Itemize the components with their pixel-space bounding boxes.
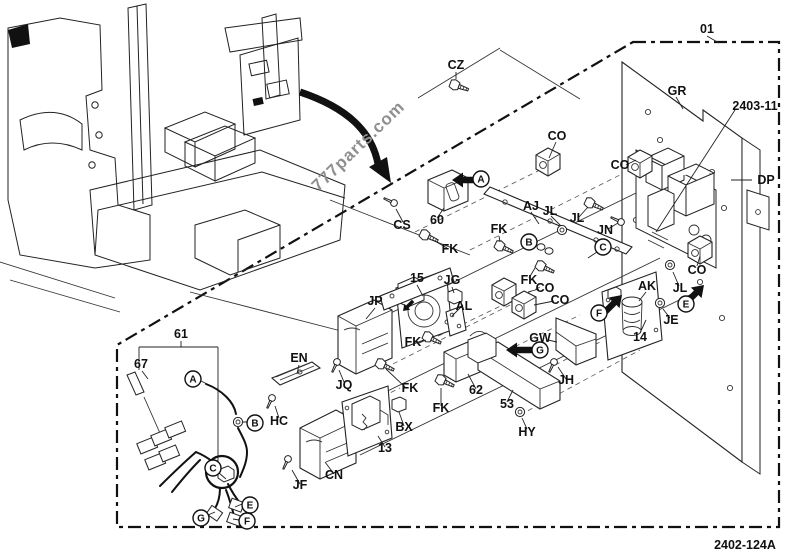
callout-letter: A — [477, 175, 484, 186]
callout-b: B — [520, 233, 538, 251]
horn-53 — [467, 331, 561, 410]
part-label: JF — [293, 478, 308, 492]
part-label: 62 — [469, 383, 483, 397]
part-label: FK — [405, 335, 422, 349]
callout-letter: F — [596, 309, 602, 320]
part-label: JL — [570, 211, 585, 225]
part-label: FK — [521, 273, 538, 287]
part-label: CN — [325, 468, 343, 482]
region-01-boundary — [115, 35, 781, 529]
bracket-gw — [555, 317, 597, 366]
callout-letter: C — [209, 464, 216, 475]
callout-letter: F — [244, 517, 250, 528]
locator-arrow — [298, 88, 391, 183]
callout-letter: G — [536, 346, 544, 357]
part-label: 67 — [134, 357, 148, 371]
part-label: 13 — [378, 441, 392, 455]
part-label: CS — [393, 218, 410, 232]
part-label: GW — [529, 331, 551, 345]
callout-e: E — [677, 295, 695, 313]
watermark: 777parts.com — [308, 97, 409, 195]
part-label: HC — [270, 414, 288, 428]
part-label: CZ — [448, 58, 465, 72]
part-label: BX — [395, 420, 413, 434]
callout-b: B — [246, 414, 264, 432]
leader-lines — [141, 72, 752, 521]
part-label: JH — [558, 373, 574, 387]
callout-c: C — [594, 238, 612, 256]
part-label: GR — [668, 84, 687, 98]
callout-letter: C — [599, 243, 606, 254]
part-label: CO — [551, 293, 570, 307]
callout-letter: E — [247, 501, 254, 512]
part-label: EN — [290, 351, 307, 365]
part-label: JN — [597, 223, 613, 237]
part-label: CO — [688, 263, 707, 277]
relay-jp — [337, 299, 393, 375]
callout-f: F — [590, 304, 608, 322]
al-plate — [379, 267, 467, 337]
part-label: 2403-11 — [732, 99, 777, 113]
part-label: HY — [518, 425, 536, 439]
part-label: 61 — [174, 327, 188, 341]
callout-letter: B — [525, 238, 532, 249]
part-label: CO — [536, 281, 555, 295]
callout-letter: E — [683, 300, 690, 311]
bracket-bar-aj — [483, 186, 633, 255]
callout-a: A — [472, 170, 490, 188]
part-label: JP — [367, 294, 382, 308]
harness-61 — [126, 341, 249, 527]
part-label: 53 — [500, 397, 514, 411]
callout-letter: B — [251, 419, 258, 430]
part-label: 14 — [633, 330, 647, 344]
part-label: CO — [611, 158, 630, 172]
fasteners — [263, 77, 676, 471]
part-label: JQ — [336, 378, 353, 392]
callout-e: E — [241, 496, 259, 514]
machine-inset — [0, 3, 581, 333]
part-label: AK — [638, 279, 656, 293]
part-label: FK — [442, 242, 459, 256]
part-label: FK — [491, 222, 508, 236]
callout-c: C — [204, 459, 222, 477]
part-label: FK — [433, 401, 450, 415]
callout-letter: A — [189, 375, 196, 386]
part-label: 01 — [700, 22, 714, 36]
callout-f: F — [238, 512, 256, 530]
strip-en — [270, 361, 322, 386]
part-label: JL — [673, 281, 688, 295]
part-label: JG — [444, 273, 461, 287]
part-label: FK — [402, 381, 419, 395]
part-label: AL — [456, 299, 473, 313]
plate-ak-14 — [601, 271, 663, 361]
callout-letter: G — [197, 514, 205, 525]
part-label: CO — [548, 129, 567, 143]
callout-g: G — [531, 341, 549, 359]
part-label: AJ — [523, 199, 539, 213]
part-label: 60 — [430, 213, 444, 227]
callout-a: A — [184, 370, 202, 388]
callout-g: G — [192, 509, 210, 527]
part-label: JE — [663, 313, 678, 327]
part-label: DP — [757, 173, 774, 187]
part-label: JL — [543, 204, 558, 218]
part-label: 2402-124A — [714, 538, 776, 552]
part-label: 15 — [410, 271, 424, 285]
